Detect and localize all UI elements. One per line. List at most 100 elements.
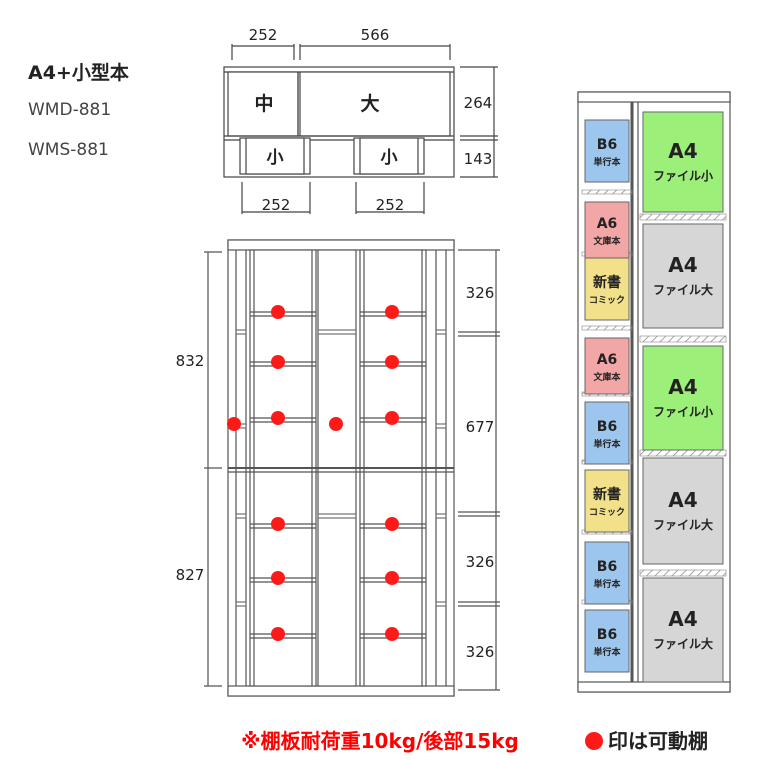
side-shelf <box>639 449 727 457</box>
file-box: A4 ファイル小 <box>642 345 724 451</box>
dim-front-left-upper: 832 <box>176 352 205 370</box>
dim-front-right-3: 326 <box>466 553 495 571</box>
movable-shelf-dot <box>227 417 241 431</box>
book-type: コミック <box>589 295 625 306</box>
movable-shelf-dot <box>385 355 399 369</box>
file-type: ファイル大 <box>653 282 713 297</box>
book-size: 新書 <box>593 274 621 291</box>
dim-front-right-1: 326 <box>466 284 495 302</box>
side-shelf <box>639 569 727 577</box>
movable-shelf-dot <box>271 571 285 585</box>
book-box: A6 文庫本 <box>584 201 630 259</box>
file-box: A4 ファイル大 <box>642 223 724 329</box>
dim-bottom-width-left: 252 <box>262 196 291 214</box>
label-small-left: 小 <box>267 148 284 168</box>
file-box-fill <box>642 345 724 451</box>
dim-front-left-lower: 827 <box>176 566 205 584</box>
file-box-fill <box>642 577 724 683</box>
front-view <box>204 239 500 697</box>
movable-shelf-dot <box>271 627 285 641</box>
book-type: 単行本 <box>593 438 621 450</box>
file-type: ファイル小 <box>653 404 713 419</box>
file-size: A4 <box>668 488 697 512</box>
book-box: B6 単行本 <box>584 541 630 605</box>
label-large: 大 <box>360 92 379 115</box>
book-box-fill <box>584 469 630 533</box>
book-box-fill <box>584 119 630 183</box>
book-box-fill <box>584 401 630 465</box>
book-box-fill <box>584 609 630 673</box>
book-box-fill <box>584 201 630 259</box>
book-size: B6 <box>597 419 617 435</box>
book-size: B6 <box>597 137 617 153</box>
book-box: A6 文庫本 <box>584 337 630 395</box>
file-type: ファイル小 <box>653 168 713 183</box>
file-box-fill <box>642 111 724 213</box>
book-box-fill <box>584 337 630 395</box>
load-capacity-note: ※棚板耐荷重10kg/後部15kg <box>241 729 519 753</box>
dim-width-right: 566 <box>361 26 390 44</box>
book-type: 単行本 <box>593 646 621 658</box>
model-code-1: WMD-881 <box>28 100 112 120</box>
movable-shelf-dot <box>271 355 285 369</box>
movable-shelf-dots <box>227 305 399 641</box>
top-view <box>223 44 498 214</box>
book-box: B6 単行本 <box>584 401 630 465</box>
side-shelf <box>581 325 633 331</box>
movable-shelf-dot <box>271 517 285 531</box>
dim-bottom-width-right: 252 <box>376 196 405 214</box>
movable-shelf-dot <box>271 305 285 319</box>
book-size: B6 <box>597 559 617 575</box>
book-type: 単行本 <box>593 156 621 168</box>
movable-shelf-dot <box>329 417 343 431</box>
book-box-fill <box>584 541 630 605</box>
legend-dot-icon <box>585 732 603 750</box>
legend-text: 印は可動棚 <box>608 729 708 753</box>
dim-front-right-4: 326 <box>466 643 495 661</box>
file-size: A4 <box>668 375 697 399</box>
file-size: A4 <box>668 253 697 277</box>
file-box-fill <box>642 223 724 329</box>
file-box-fill <box>642 457 724 565</box>
book-size: B6 <box>597 627 617 643</box>
dim-front-right-2: 677 <box>466 418 495 436</box>
file-type: ファイル大 <box>653 636 713 651</box>
model-code-2: WMS-881 <box>28 140 109 160</box>
label-small-right: 小 <box>381 148 398 168</box>
book-size: A6 <box>597 216 618 232</box>
file-box: A4 ファイル大 <box>642 457 724 565</box>
dim-width-left: 252 <box>249 26 278 44</box>
movable-shelf-dot <box>385 411 399 425</box>
side-shelf <box>581 189 633 195</box>
book-type: 文庫本 <box>592 371 621 383</box>
book-size: A6 <box>597 352 618 368</box>
movable-shelf-dot <box>385 571 399 585</box>
side-shelf <box>639 213 727 221</box>
product-title: A4+小型本 <box>28 62 129 84</box>
fixed-shelf-marks <box>235 329 447 607</box>
book-box: B6 単行本 <box>584 609 630 673</box>
book-type: 文庫本 <box>592 235 621 247</box>
side-shelf <box>639 335 727 343</box>
book-box: B6 単行本 <box>584 119 630 183</box>
movable-shelf-dot <box>385 305 399 319</box>
book-box-fill <box>584 257 630 321</box>
file-type: ファイル大 <box>653 517 713 532</box>
book-size: 新書 <box>593 486 621 503</box>
file-size: A4 <box>668 139 697 163</box>
book-type: 単行本 <box>593 578 621 590</box>
book-type: コミック <box>589 507 625 518</box>
dim-height-bottom: 143 <box>464 150 493 168</box>
label-medium: 中 <box>254 92 273 115</box>
movable-shelf-dot <box>271 411 285 425</box>
side-left-column: B6単行本A6文庫本新書コミックA6文庫本B6単行本新書コミックB6単行本B6単… <box>581 119 633 673</box>
file-box: A4 ファイル小 <box>642 111 724 213</box>
movable-shelf-dot <box>385 627 399 641</box>
movable-shelf-dot <box>385 517 399 531</box>
